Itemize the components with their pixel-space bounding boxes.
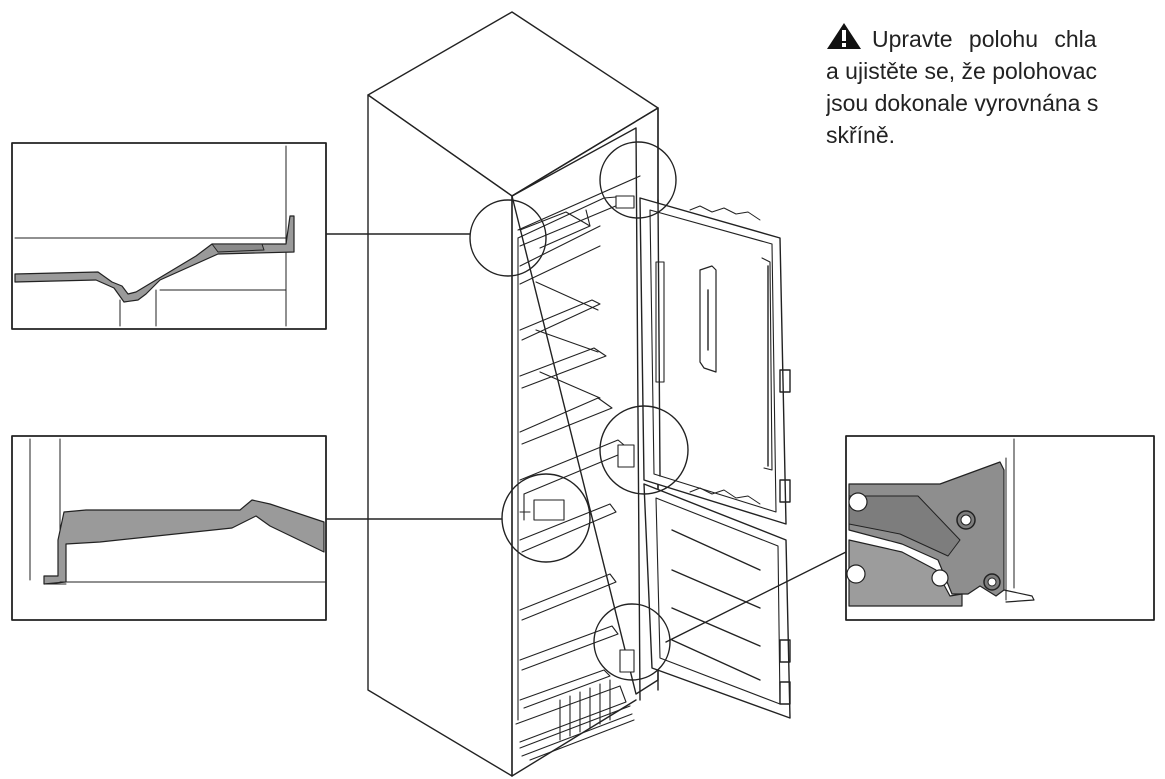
warning-line-1: Upravte polohu chla xyxy=(826,22,1165,55)
top-left-magnifier xyxy=(469,199,547,277)
warning-text-2: a ujistěte se, že polohovac xyxy=(826,58,1098,84)
warning-note: Upravte polohu chla a ujistěte se, že po… xyxy=(826,22,1165,151)
detail-box-top xyxy=(11,142,327,330)
leader-lines xyxy=(325,233,847,643)
upper-door xyxy=(639,197,791,525)
warning-icon xyxy=(826,22,862,50)
top-hinge-magnifier xyxy=(599,141,677,219)
cabinet xyxy=(367,11,659,777)
detail-box-right xyxy=(845,435,1155,621)
magnifier-circles xyxy=(469,141,689,681)
lower-door xyxy=(643,483,791,719)
hinges xyxy=(519,195,635,673)
middle-hinge-magnifier xyxy=(599,405,689,495)
middle-magnifier xyxy=(501,473,591,563)
bottom-hinge-magnifier xyxy=(593,603,671,681)
warning-text-3: jsou dokonale vyrovnána s xyxy=(826,90,1099,116)
detail-box-middle xyxy=(11,435,327,621)
warning-text-4: skříně. xyxy=(826,122,896,148)
warning-text-1: Upravte polohu chla xyxy=(872,26,1097,52)
